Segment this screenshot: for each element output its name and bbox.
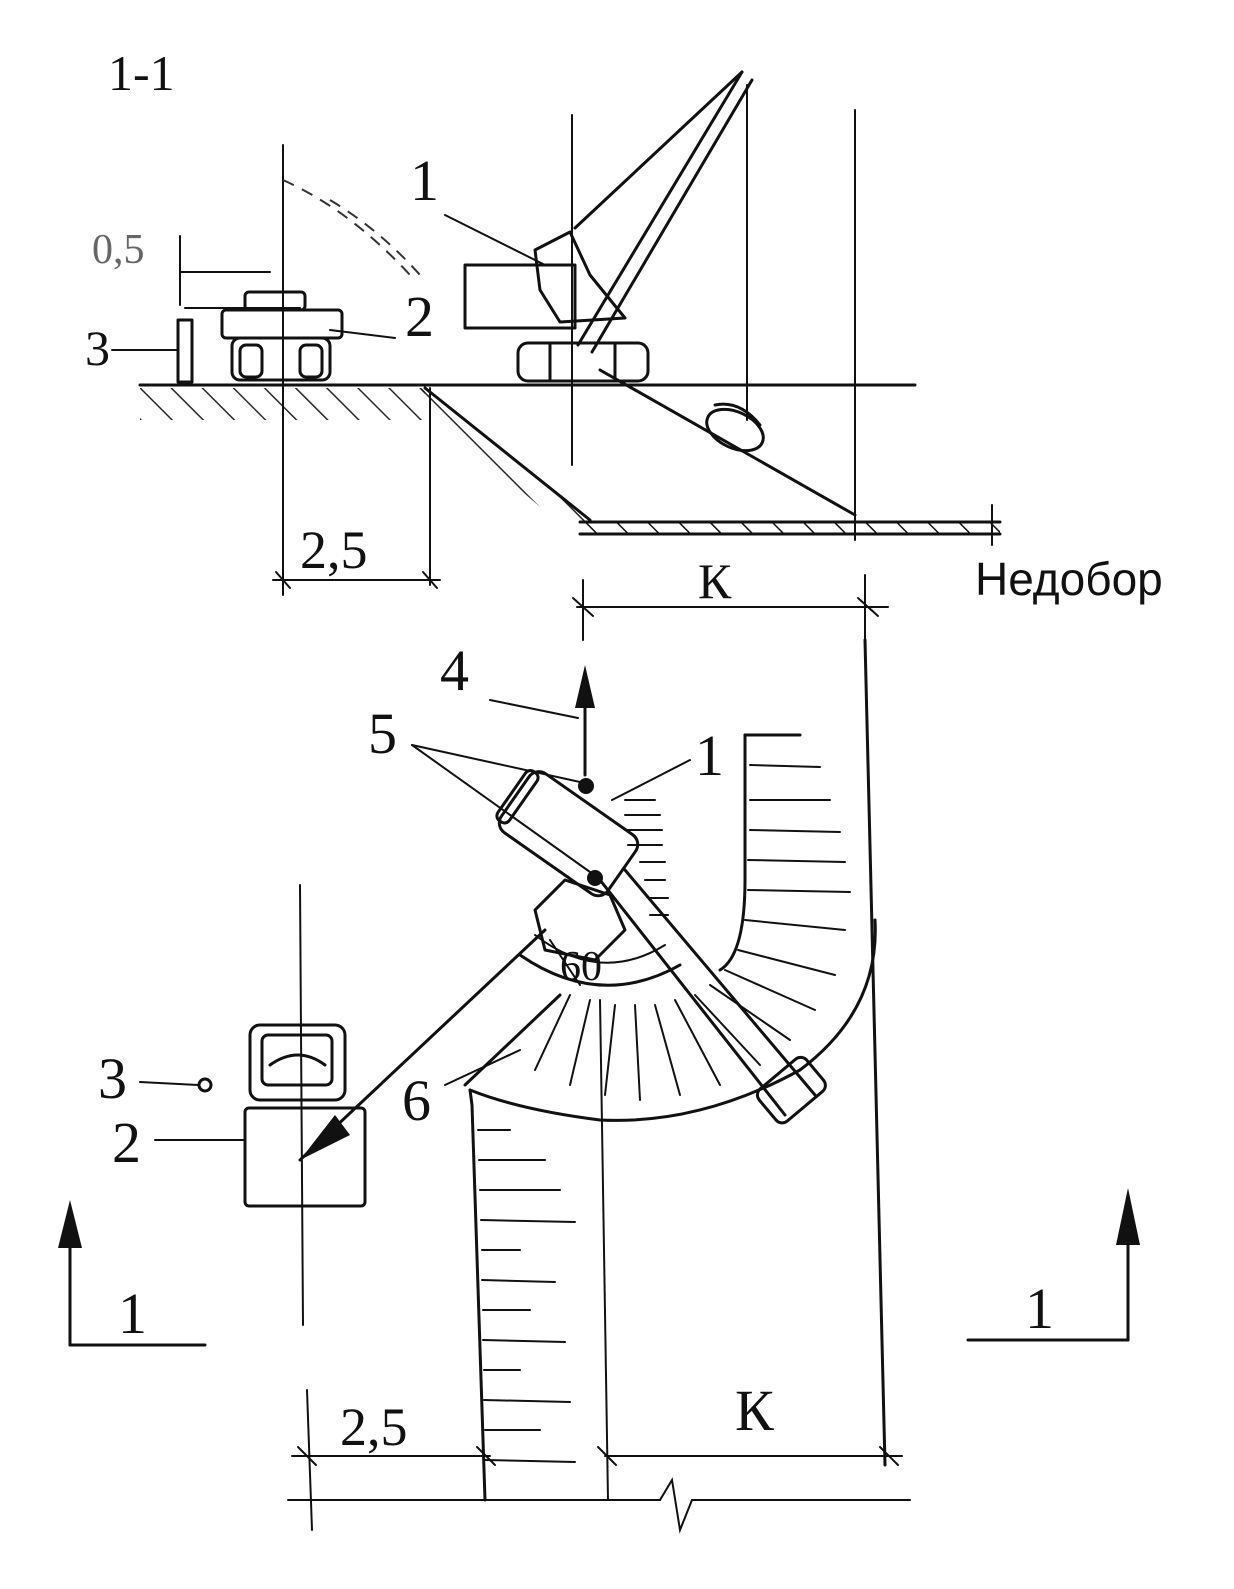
underdig-hatching bbox=[580, 522, 1000, 534]
dim-height: 0,5 bbox=[92, 227, 301, 309]
dim-height-label: 0,5 bbox=[92, 227, 145, 273]
band-hatch-right bbox=[534, 764, 851, 1101]
truck-plan bbox=[197, 884, 367, 1326]
callout-1-plan: 1 bbox=[695, 723, 724, 788]
cut-mark-left-label: 1 bbox=[118, 1281, 147, 1346]
dim-offset-plan-label: 2,5 bbox=[340, 1397, 408, 1457]
callout-2-section: 2 bbox=[405, 284, 434, 349]
underdig-label: Недобор bbox=[975, 553, 1163, 605]
trench-edge-right bbox=[863, 638, 887, 1467]
swing-arm-to-truck bbox=[298, 928, 547, 1162]
excavator-side bbox=[282, 70, 857, 517]
swing-path bbox=[282, 179, 411, 276]
dim-offset-label: 2,5 bbox=[300, 520, 368, 580]
excavator-plan: 60 bbox=[298, 768, 827, 1162]
bucket bbox=[705, 402, 765, 453]
truck-axis bbox=[299, 884, 304, 1326]
swing-angle-label: 60 bbox=[560, 944, 602, 990]
callout-3-plan: 3 bbox=[98, 1046, 127, 1111]
slope-hatching bbox=[405, 388, 590, 528]
callout-5: 5 bbox=[368, 701, 397, 766]
callout-4: 4 bbox=[440, 638, 469, 703]
inner-arc bbox=[518, 953, 682, 987]
cut-mark-right-label: 1 bbox=[1025, 1276, 1054, 1341]
pair-mark-center bbox=[587, 870, 603, 886]
dim-k-top-label: К bbox=[698, 553, 732, 609]
dim-k-bottom: К bbox=[597, 1378, 903, 1466]
pair-mark-top bbox=[578, 778, 594, 794]
callout-6: 6 bbox=[402, 1068, 431, 1133]
drag-rope bbox=[598, 368, 857, 517]
overall-dimension bbox=[287, 1477, 911, 1534]
excavation-curve bbox=[468, 733, 877, 1122]
truck-side bbox=[176, 290, 344, 384]
dim-k-top: К bbox=[572, 553, 889, 641]
section-title: 1-1 bbox=[108, 45, 175, 101]
marker-plan bbox=[197, 1077, 213, 1093]
boom bbox=[576, 70, 744, 347]
dim-k-bottom-label: К bbox=[735, 1378, 774, 1443]
bucket-plan bbox=[755, 1055, 827, 1125]
dim-offset-section: 2,5 bbox=[272, 520, 441, 589]
trench-left bbox=[468, 1088, 576, 1502]
pit-axis bbox=[599, 999, 609, 1501]
cut-mark-right: 1 bbox=[966, 1188, 1140, 1342]
callout-3-section: 3 bbox=[85, 320, 110, 376]
marker-post bbox=[176, 318, 194, 384]
band-hatch-top bbox=[624, 799, 669, 916]
callout-1-section: 1 bbox=[410, 148, 439, 213]
section-1-1: 1-1 bbox=[85, 45, 1163, 605]
callout-2-plan: 2 bbox=[112, 1110, 141, 1175]
cut-mark-left: 1 bbox=[58, 1200, 207, 1347]
direction-arrow: 4 bbox=[440, 638, 595, 777]
dim-offset-plan: 2,5 bbox=[291, 1389, 496, 1531]
plan-view: К 4 bbox=[58, 553, 1140, 1534]
hoist-rope bbox=[573, 70, 744, 230]
